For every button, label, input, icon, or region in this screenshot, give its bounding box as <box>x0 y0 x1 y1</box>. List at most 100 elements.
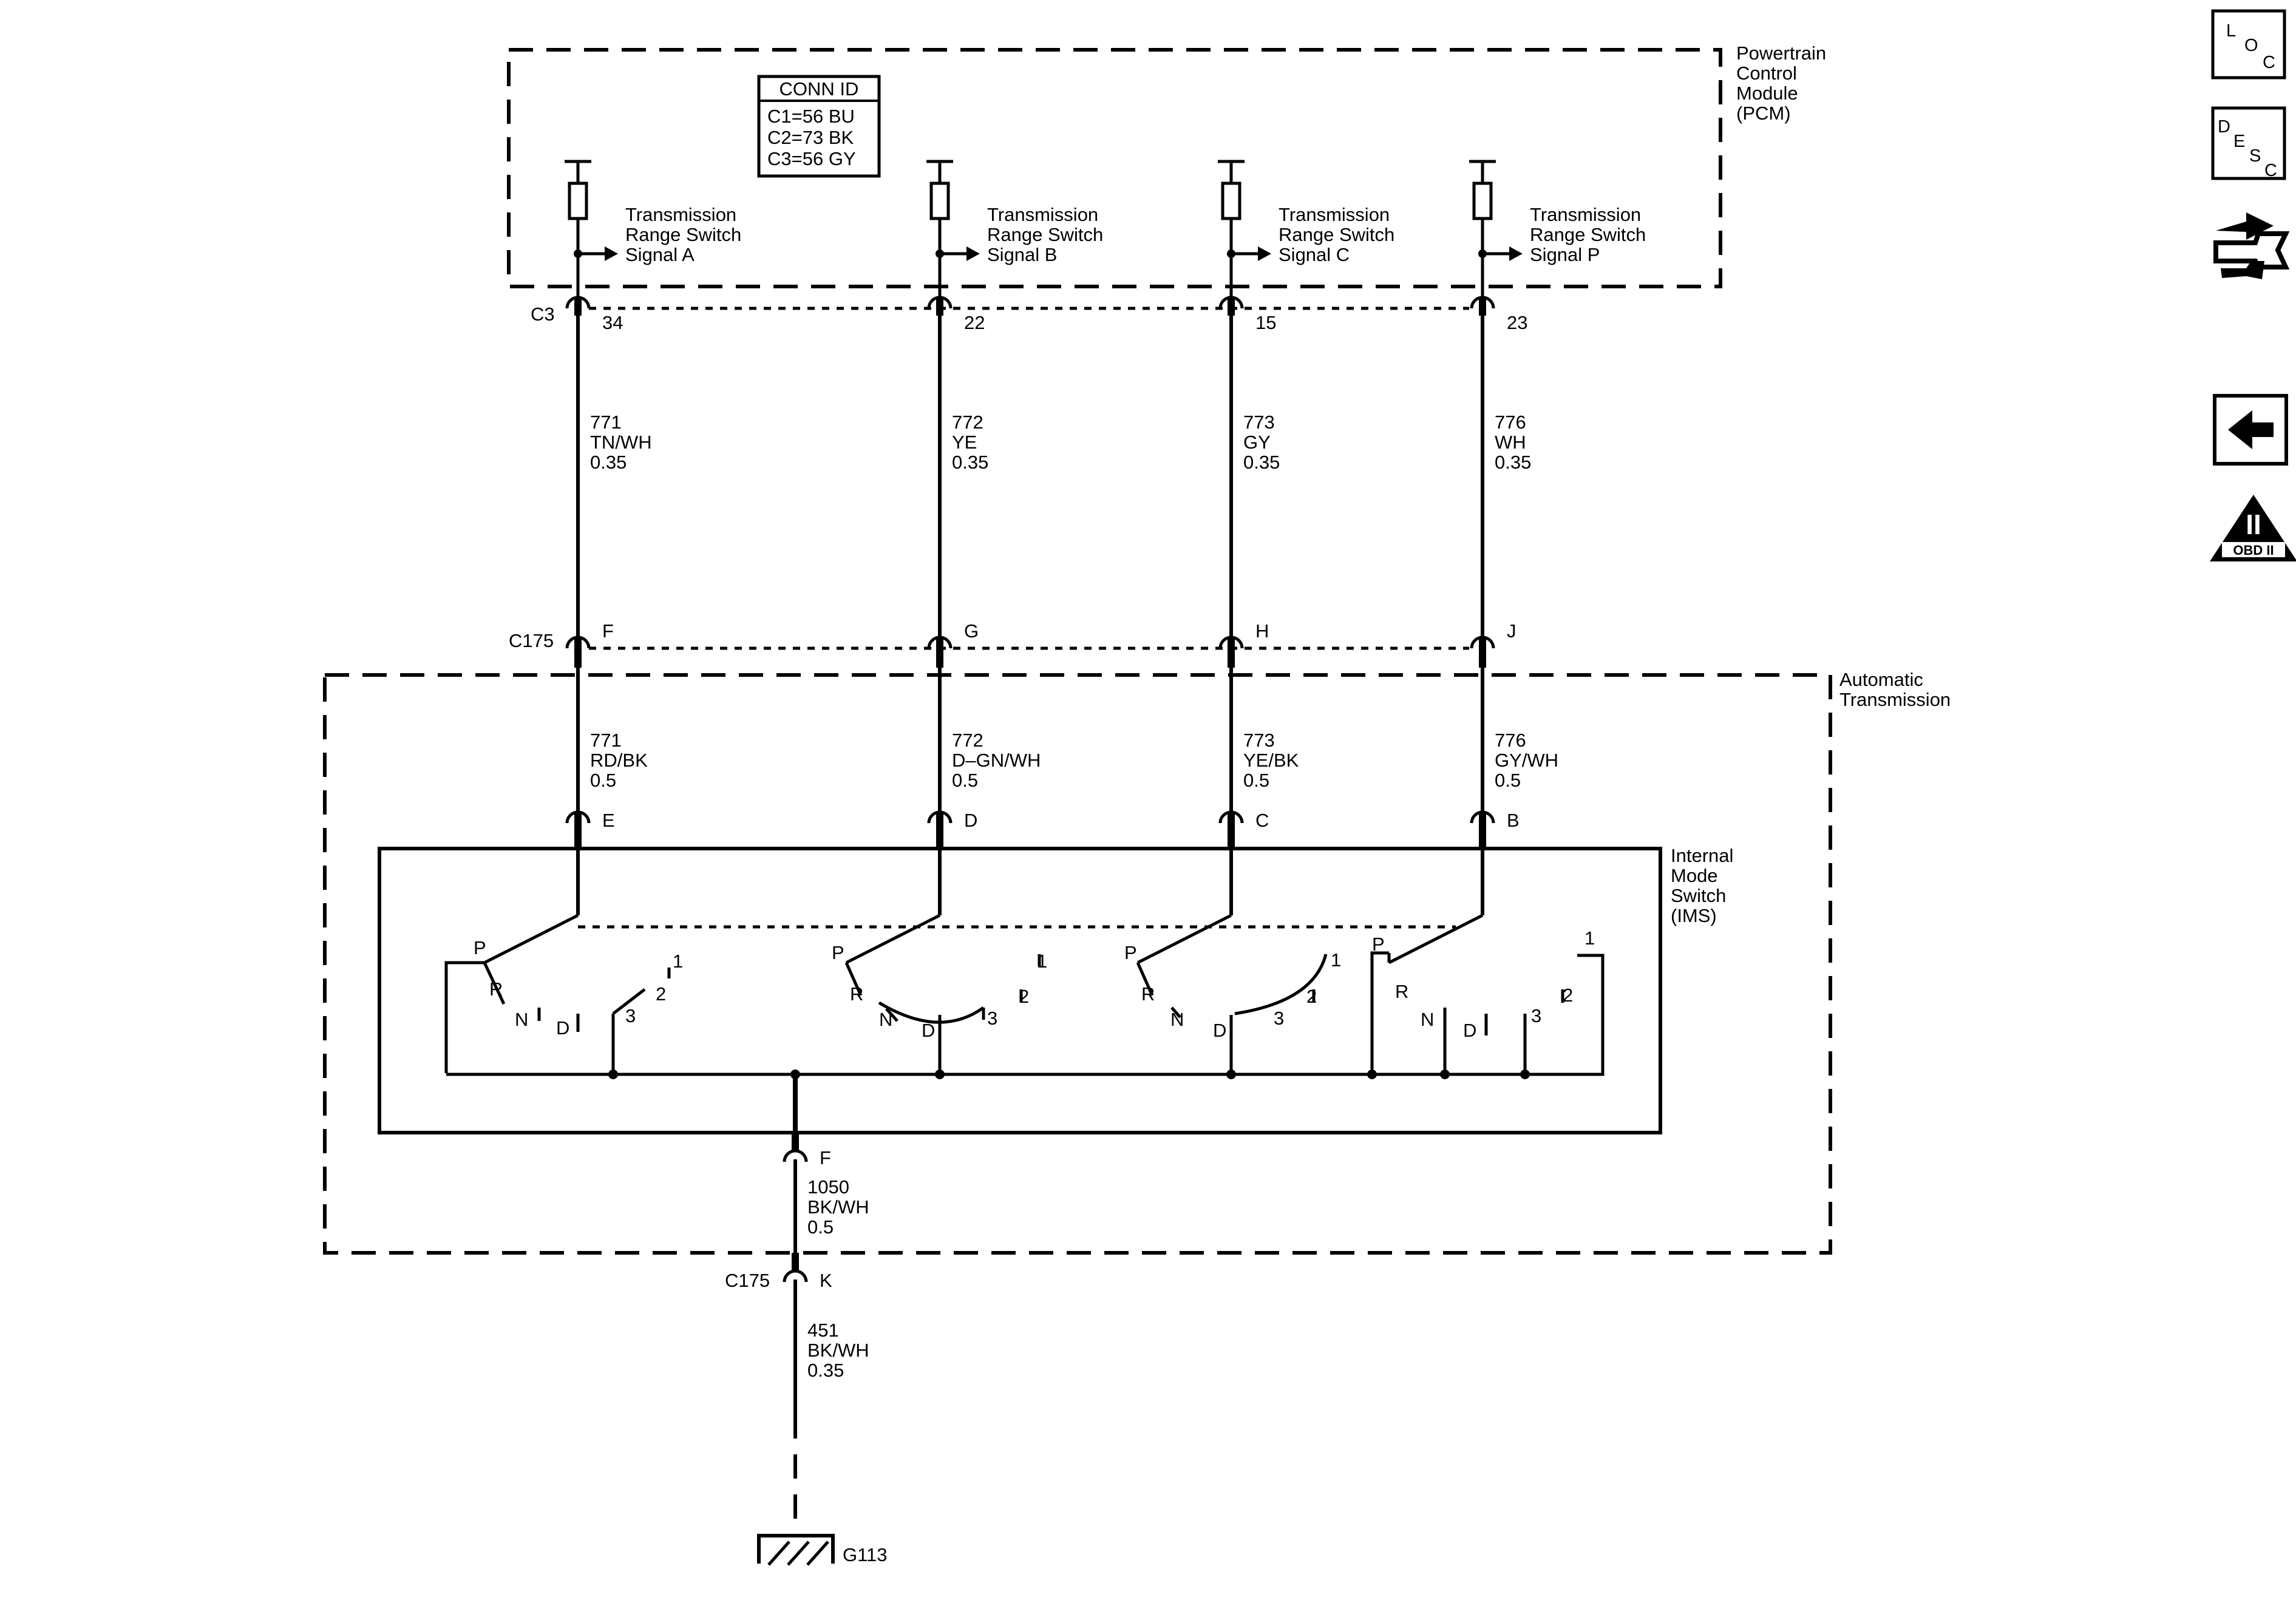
svg-text:(IMS): (IMS) <box>1671 905 1717 926</box>
signal-label-line: Range Switch <box>987 224 1103 245</box>
lower-wire-gauge: 0.5 <box>952 770 978 791</box>
position-label-r: R <box>850 983 863 1005</box>
d-1-arc <box>1234 954 1328 1015</box>
svg-text:Internal: Internal <box>1671 845 1733 866</box>
signal-arrow-icon <box>1258 246 1271 261</box>
svg-text:Module: Module <box>1736 83 1798 104</box>
upper-wire-circuit: 771 <box>590 412 622 433</box>
upper-wire-circuit: 772 <box>952 412 983 433</box>
connector-wrench-icon[interactable] <box>2213 212 2290 279</box>
ground-hatch <box>806 1541 829 1566</box>
signal-arrow-icon <box>966 246 980 261</box>
lower-wire-circuit: 771 <box>590 730 622 751</box>
position-label-3: 3 <box>1531 1005 1541 1026</box>
svg-text:S: S <box>2249 146 2261 166</box>
svg-text:Switch: Switch <box>1671 885 1726 906</box>
switch-contact <box>1136 961 1154 997</box>
position-label-d: D <box>922 1020 935 1041</box>
upper-wire-circuit: 773 <box>1243 412 1275 433</box>
position-label-d: D <box>1213 1020 1226 1041</box>
svg-text:CONN ID: CONN ID <box>779 78 859 100</box>
bus-splice-dot <box>608 1070 618 1079</box>
ims-ground-terminal <box>783 1149 808 1162</box>
svg-text:OBD II: OBD II <box>2233 543 2274 558</box>
pcm-boundary <box>507 48 1722 288</box>
signal-label-line: Transmission <box>625 204 736 225</box>
back-arrow-icon[interactable] <box>2213 394 2288 466</box>
position-label-p: P <box>832 942 844 963</box>
bus-splice-dot <box>1440 1070 1450 1079</box>
position-label-d: D <box>1463 1020 1476 1041</box>
ims-pin-letter: B <box>1507 810 1520 831</box>
ims-pin-letter: D <box>964 810 977 831</box>
switch-contact <box>612 988 646 1015</box>
conn-id-box <box>757 75 881 178</box>
position-label-p: P <box>1124 942 1137 963</box>
transmission-boundary <box>323 673 1832 1255</box>
signal-label-line: Signal A <box>625 244 695 265</box>
transmission-label: Automatic Transmission <box>1839 669 1951 710</box>
desc-icon[interactable]: D E S C <box>2211 106 2286 180</box>
signal-arrow-icon <box>605 246 618 261</box>
position-label-r: R <box>1395 981 1408 1002</box>
c3-connector-label: C3 <box>531 303 555 325</box>
svg-text:C: C <box>2264 161 2277 180</box>
p-return <box>1370 951 1389 1074</box>
position-label-2: 2 <box>656 983 666 1005</box>
c175-ground-pin-letter: K <box>820 1270 832 1291</box>
ground-wire-1-color: BK/WH <box>807 1196 869 1218</box>
c175-ground-label: C175 <box>725 1270 770 1291</box>
svg-text:O: O <box>2244 36 2258 55</box>
pcm-label: Powertrain Control Module (PCM) <box>1736 42 1826 124</box>
c175-ground-terminal <box>783 1269 808 1283</box>
r-contact <box>885 1008 898 1022</box>
switch-blade <box>1136 914 1232 964</box>
ims-pin-letter: E <box>602 810 615 831</box>
svg-text:C1=56 BU: C1=56 BU <box>767 106 855 127</box>
svg-text:Automatic: Automatic <box>1839 669 1923 690</box>
c175-pin-letter: J <box>1507 620 1517 642</box>
ground-label: G113 <box>843 1544 888 1565</box>
ground-bracket <box>757 1534 835 1564</box>
ims-ground-pin-letter: F <box>820 1147 831 1168</box>
obd-ii-icon[interactable]: II OBD II <box>2210 495 2296 561</box>
chassis-ground-icon <box>757 1534 835 1566</box>
position-label-1: 1 <box>1331 949 1341 971</box>
lower-wire-circuit: 773 <box>1243 730 1275 751</box>
upper-wire-gauge: 0.35 <box>590 452 627 473</box>
loc-icon[interactable]: L O C <box>2211 9 2286 80</box>
signal-label-line: Range Switch <box>1530 224 1646 245</box>
bus-splice-dot <box>935 1070 945 1079</box>
signal-label-line: Signal P <box>1530 244 1600 265</box>
switch-contact <box>483 961 506 1005</box>
pullup-resistor <box>568 181 588 220</box>
ims-box <box>378 847 1662 1134</box>
upper-wire-color: TN/WH <box>590 432 652 453</box>
svg-text:(PCM): (PCM) <box>1736 103 1791 124</box>
position-label-3: 3 <box>625 1005 636 1026</box>
switch-blade <box>845 914 941 964</box>
lower-wire-circuit: 772 <box>952 730 983 751</box>
position-label-3: 3 <box>1274 1008 1284 1029</box>
upper-wire-color: WH <box>1495 432 1526 453</box>
conn-id-text: CONN ID C1=56 BU C2=73 BK C3=56 GY <box>767 78 858 169</box>
signal-label-line: Signal C <box>1279 244 1350 265</box>
position-label-1: 1 <box>1584 927 1595 949</box>
ground-wire-2-color: BK/WH <box>807 1340 869 1361</box>
upper-wire-gauge: 0.35 <box>952 452 988 473</box>
position-label-3: 3 <box>987 1008 997 1029</box>
position-label-1: 1 <box>673 951 683 972</box>
position-label-d: D <box>556 1017 569 1039</box>
svg-text:Powertrain: Powertrain <box>1736 42 1826 64</box>
svg-text:Transmission: Transmission <box>1839 689 1951 710</box>
position-label-r: R <box>1141 983 1155 1005</box>
ground-wire-1-circuit: 1050 <box>807 1176 849 1198</box>
switch-blade <box>1388 914 1484 964</box>
svg-text:Mode: Mode <box>1671 865 1718 886</box>
